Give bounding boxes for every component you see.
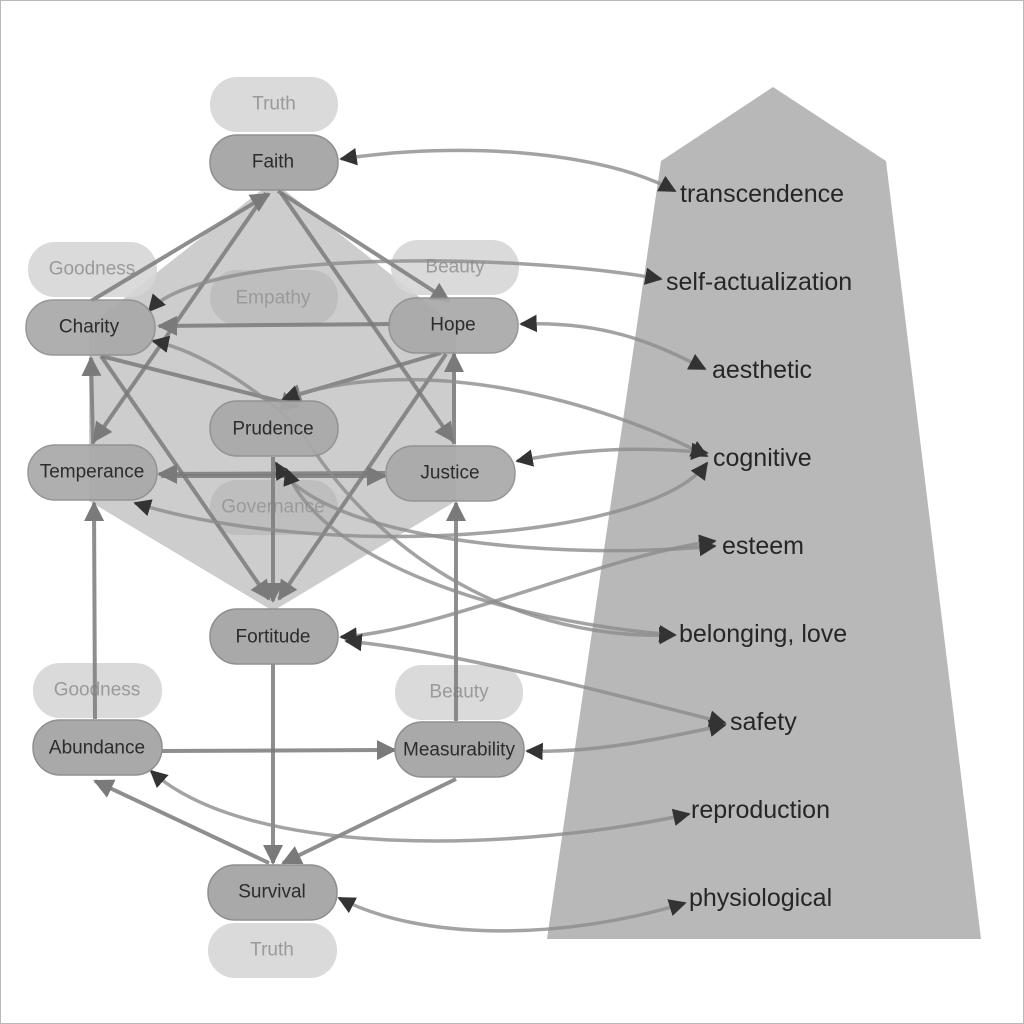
svg-text:Charity: Charity: [59, 317, 120, 338]
arc-hope-aesthetic: [519, 314, 707, 371]
svg-text:Goodness: Goodness: [49, 259, 136, 280]
node-temperance: Temperance: [27, 444, 158, 501]
arc-faith-transcendence: [339, 148, 677, 193]
node-justice: Justice: [385, 445, 516, 502]
arc-belonging-prudence: [283, 467, 677, 643]
ghost-label-truth-bottom: Truth: [208, 923, 337, 978]
need-arcs: [133, 148, 727, 933]
arc-safety-fortitude: [344, 633, 727, 728]
need-physiological: physiological: [689, 884, 832, 912]
svg-text:Empathy: Empathy: [236, 288, 311, 309]
svg-text:Prudence: Prudence: [232, 419, 313, 440]
edge-abundance-temperance: [84, 501, 105, 720]
need-reproduction: reproduction: [691, 796, 830, 824]
arc-safety-measurability: [525, 719, 727, 761]
svg-text:Faith: Faith: [252, 152, 294, 173]
svg-text:Beauty: Beauty: [429, 682, 489, 703]
svg-text:Measurability: Measurability: [403, 740, 515, 761]
ghost-label-goodness-top: Goodness: [28, 242, 157, 297]
edge-measurability-survival: [281, 777, 457, 865]
node-hope: Hope: [388, 297, 519, 354]
svg-text:Truth: Truth: [252, 94, 296, 115]
node-faith: Faith: [209, 134, 339, 191]
need-aesthetic: aesthetic: [712, 356, 812, 384]
node-abundance: Abundance: [32, 719, 163, 776]
node-survival: Survival: [207, 864, 338, 921]
svg-text:Truth: Truth: [250, 940, 294, 961]
svg-text:Hope: Hope: [430, 315, 475, 336]
need-belonging-love: belonging, love: [679, 620, 847, 648]
node-prudence: Prudence: [209, 400, 339, 457]
arc-charity-selfactualization: [147, 259, 663, 313]
node-fortitude: Fortitude: [209, 608, 339, 665]
need-esteem: esteem: [722, 532, 804, 560]
arc-reproduction-abundance: [149, 769, 691, 843]
svg-text:Goodness: Goodness: [54, 680, 141, 701]
edge-temperance-charity: [81, 356, 102, 445]
ghost-label-goodness-bottom: Goodness: [33, 663, 162, 718]
need-safety: safety: [730, 708, 797, 736]
svg-text:Temperance: Temperance: [40, 462, 145, 483]
need-self-actualization: self-actualization: [666, 268, 852, 296]
edge-abundance-measurability: [160, 740, 397, 761]
need-transcendence: transcendence: [680, 180, 844, 208]
ghost-label-beauty-top: Beauty: [391, 240, 519, 295]
svg-text:Abundance: Abundance: [49, 738, 145, 759]
need-cognitive: cognitive: [713, 444, 812, 472]
arc-physiological-survival: [337, 896, 687, 933]
edge-hope-charity: [157, 315, 392, 336]
svg-text:Fortitude: Fortitude: [236, 627, 311, 648]
edge-faith-temperance: [92, 191, 268, 443]
node-measurability: Measurability: [394, 721, 525, 778]
svg-text:Justice: Justice: [420, 463, 479, 484]
svg-text:Survival: Survival: [238, 882, 306, 903]
node-charity: Charity: [25, 299, 156, 356]
ghost-label-truth-top: Truth: [210, 77, 338, 132]
ghost-label-beauty-bottom: Beauty: [395, 665, 523, 720]
edge-charity-faith: [89, 192, 271, 303]
